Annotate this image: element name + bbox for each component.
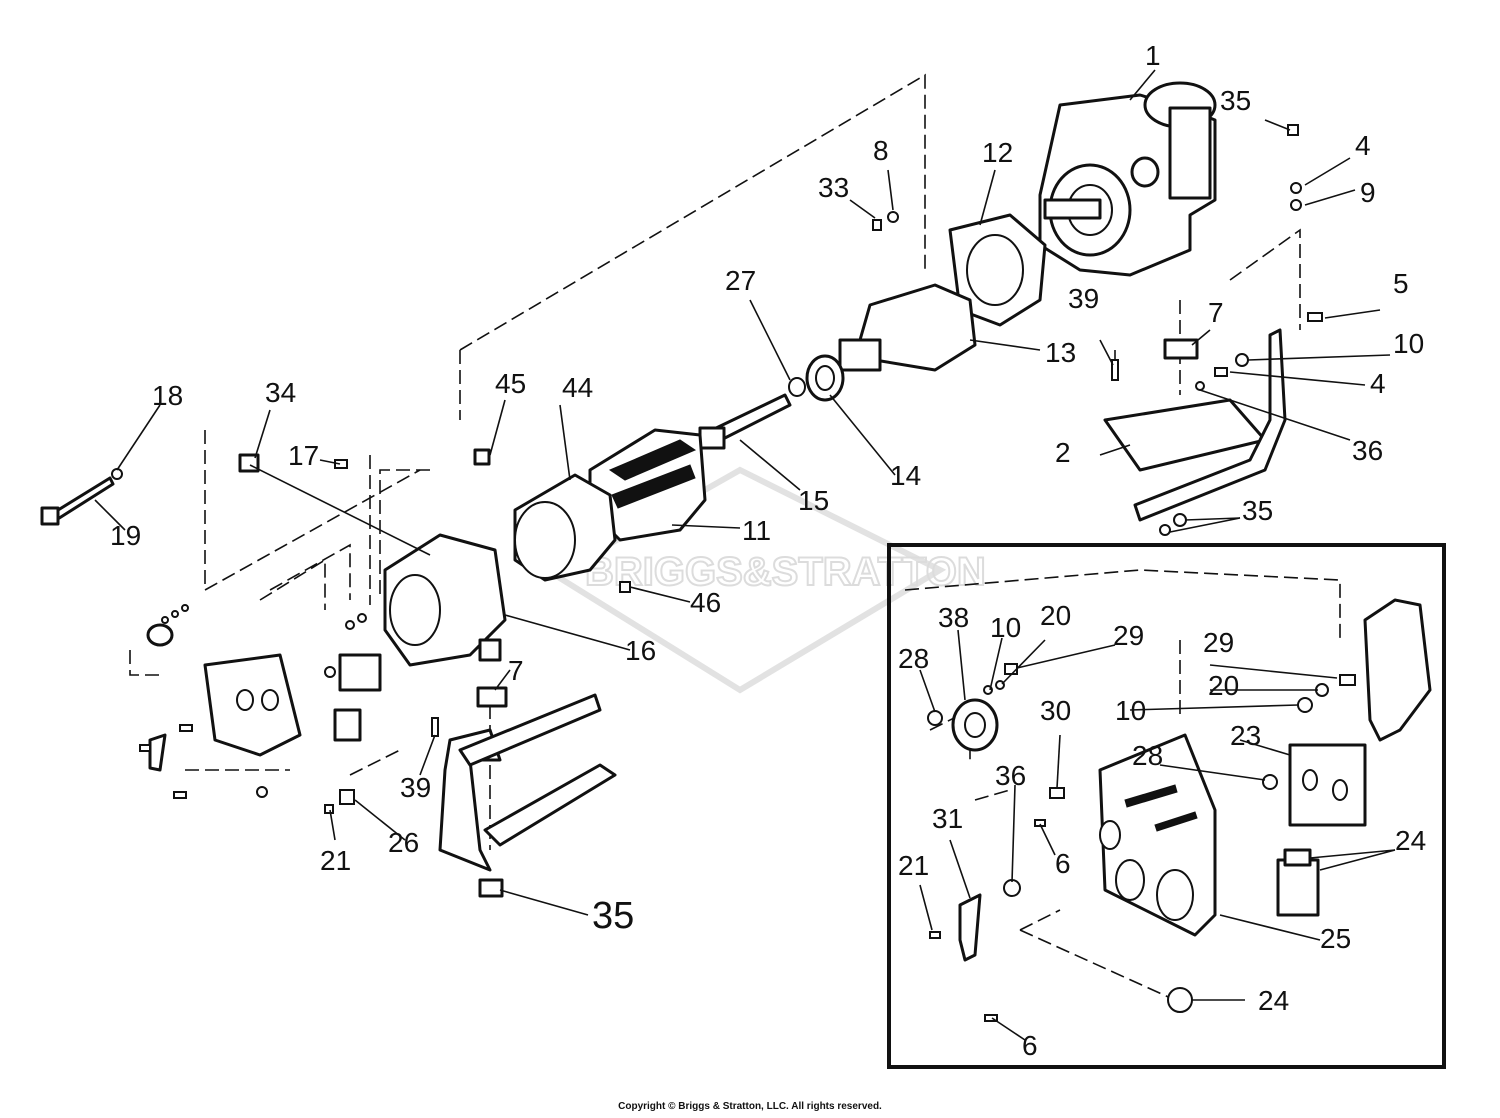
callout-6: 6	[1055, 848, 1071, 879]
washer	[788, 377, 806, 397]
callout-21: 21	[320, 845, 351, 876]
callout-45: 45	[495, 368, 526, 399]
callout-7: 7	[508, 655, 524, 686]
inset-leader-lines	[919, 629, 1396, 1041]
callout-14: 14	[890, 460, 921, 491]
callout-11: 11	[742, 515, 771, 546]
callout-20: 20	[1040, 600, 1071, 631]
callout-2: 2	[1055, 437, 1071, 468]
callout-18: 18	[152, 380, 183, 411]
callout-13: 13	[1045, 337, 1076, 368]
rear-frame	[1103, 328, 1287, 522]
bearing	[805, 354, 845, 402]
callout-10: 10	[990, 612, 1021, 643]
rotor-bolt	[698, 393, 792, 450]
callout-31: 31	[932, 803, 963, 834]
callout-17: 17	[288, 440, 319, 471]
callout-39: 39	[400, 772, 431, 803]
callout-8: 8	[873, 135, 889, 166]
breaker-small	[333, 708, 362, 742]
callout-44: 44	[562, 372, 593, 403]
callout-21: 21	[898, 850, 929, 881]
callout-4: 4	[1370, 368, 1386, 399]
watermark: BRIGGS&STRATTON	[549, 466, 987, 694]
callout-35: 35	[592, 895, 634, 937]
bracket-small	[148, 733, 167, 772]
stator	[588, 428, 707, 542]
callout-35: 35	[1242, 495, 1273, 526]
callout-10: 10	[1393, 328, 1424, 359]
callout-33: 33	[818, 172, 849, 203]
control-panel-small	[203, 653, 302, 757]
engine-adapter	[948, 213, 1047, 327]
inset-details	[927, 598, 1432, 1022]
callout-12: 12	[982, 137, 1013, 168]
callout-7: 7	[1208, 297, 1224, 328]
callout-19: 19	[110, 520, 141, 551]
twist-lock-small	[146, 623, 174, 647]
callout-15: 15	[798, 485, 829, 516]
callout-5: 5	[1393, 268, 1409, 299]
front-frame	[438, 693, 617, 872]
callout-39: 39	[1068, 283, 1099, 314]
callout-36: 36	[995, 760, 1026, 791]
callout-24: 24	[1258, 985, 1289, 1016]
rear-bearing-carrier	[383, 533, 507, 667]
callout-27: 27	[725, 265, 756, 296]
engine	[1038, 81, 1217, 277]
callout-30: 30	[1040, 695, 1071, 726]
callout-46: 46	[690, 587, 721, 618]
receptacle-small	[338, 653, 382, 692]
callout-29: 29	[1113, 620, 1144, 651]
callout-29: 29	[1203, 627, 1234, 658]
callout-9: 9	[1360, 177, 1376, 208]
leader-lines	[94, 69, 1391, 916]
rotor	[838, 283, 977, 372]
callout-16: 16	[625, 635, 656, 666]
callout-38: 38	[938, 602, 969, 633]
callout-1: 1	[1145, 40, 1161, 71]
callout-35: 35	[1220, 85, 1251, 116]
inset-detail-frame	[887, 543, 1446, 1069]
callout-28: 28	[898, 643, 929, 674]
callout-6: 6	[1022, 1030, 1038, 1061]
copyright-notice: Copyright © Briggs & Stratton, LLC. All …	[618, 1101, 882, 1112]
callout-34: 34	[265, 377, 296, 408]
hardware	[40, 124, 1323, 898]
callout-36: 36	[1352, 435, 1383, 466]
callout-25: 25	[1320, 923, 1351, 954]
callout-labels: 1 35 4 9 8 33 12 5 10 4 39 7 13 27 36 2 …	[110, 40, 1426, 1061]
callout-28: 28	[1132, 740, 1163, 771]
callout-26: 26	[388, 827, 419, 858]
callout-10: 10	[1115, 695, 1146, 726]
callout-4: 4	[1355, 130, 1371, 161]
callout-23: 23	[1230, 720, 1261, 751]
callout-24: 24	[1395, 825, 1426, 856]
callout-20: 20	[1208, 670, 1239, 701]
stator-cover	[513, 473, 617, 582]
watermark-text: BRIGGS&STRATTON	[585, 550, 986, 594]
